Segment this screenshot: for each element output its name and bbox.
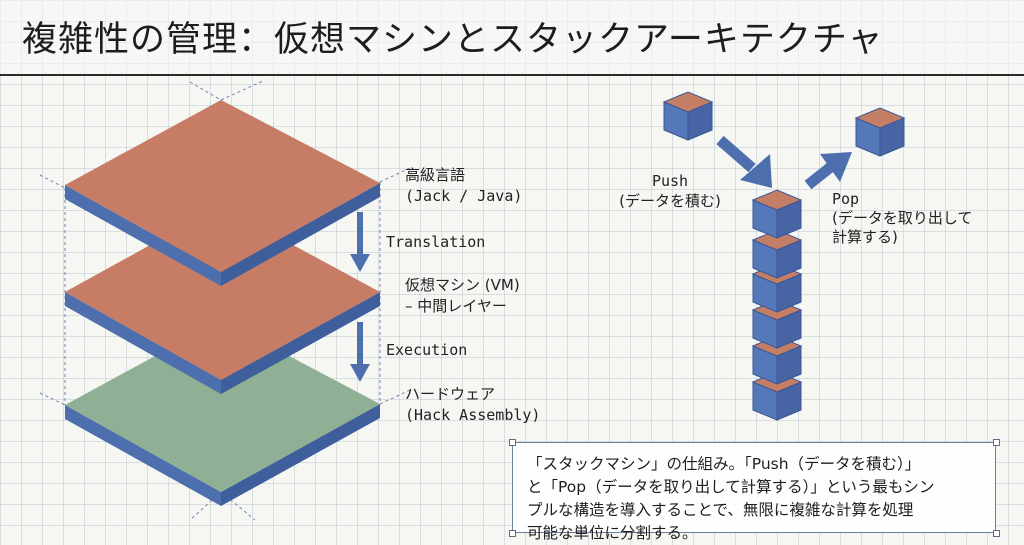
hardware-layer-slab [65,320,380,506]
push-cube-shape [662,91,714,141]
translation-label: Translation [386,233,486,251]
layer-bottom-label: ハードウェア [405,385,496,403]
pop-label: Pop [832,190,860,208]
layer-top-sublabel: (Jack / Java) [405,187,523,205]
layer-middle-label: 仮想マシン (VM) [405,276,520,294]
pop-sublabel-line2: 計算する) [832,228,898,246]
callout-resize-handle-bl[interactable] [509,530,516,537]
layer-bottom-sublabel: (Hack Assembly) [405,406,541,424]
explanation-callout: 「スタックマシン」の仕組み。「Push（データを積む）」 と「Pop（データを取… [512,442,996,542]
layer-middle-sublabel: – 中間レイヤー [405,297,507,315]
callout-line-4: 可能な単位に分割する。 [527,524,698,542]
title-bar [0,0,1024,76]
push-sublabel: (データを積む) [619,192,721,210]
execution-arrow [350,322,370,382]
vm-layer-slab [65,206,380,394]
callout-line-2: と「Pop（データを取り出して計算する）」という最もシン [527,478,935,496]
pop-arrow [804,152,852,190]
translation-arrow [350,212,370,272]
callout-line-3: プルな構造を導入することで、無限に複雑な計算を処理 [527,501,914,519]
push-arrow [716,135,772,188]
high-level-layer-slab [65,100,380,286]
callout-line-1: 「スタックマシン」の仕組み。「Push（データを積む）」 [527,455,921,473]
page-title: 複雑性の管理：仮想マシンとスタックアーキテクチャ [22,20,884,60]
execution-label: Execution [386,341,468,359]
stack-column [751,189,803,421]
stack-cube-5 [751,229,803,279]
callout-resize-handle-br[interactable] [993,530,1000,537]
pop-cube-shape [854,107,906,157]
pop-cube [854,107,906,157]
push-cube [662,91,714,141]
pop-sublabel-line1: (データを取り出して [832,209,973,227]
layer-top-label: 高級言語 [405,166,466,184]
callout-resize-handle-tr[interactable] [993,439,1000,446]
callout-resize-handle-tl[interactable] [509,439,516,446]
stack-cube-top [751,189,803,239]
push-label: Push [651,172,689,190]
